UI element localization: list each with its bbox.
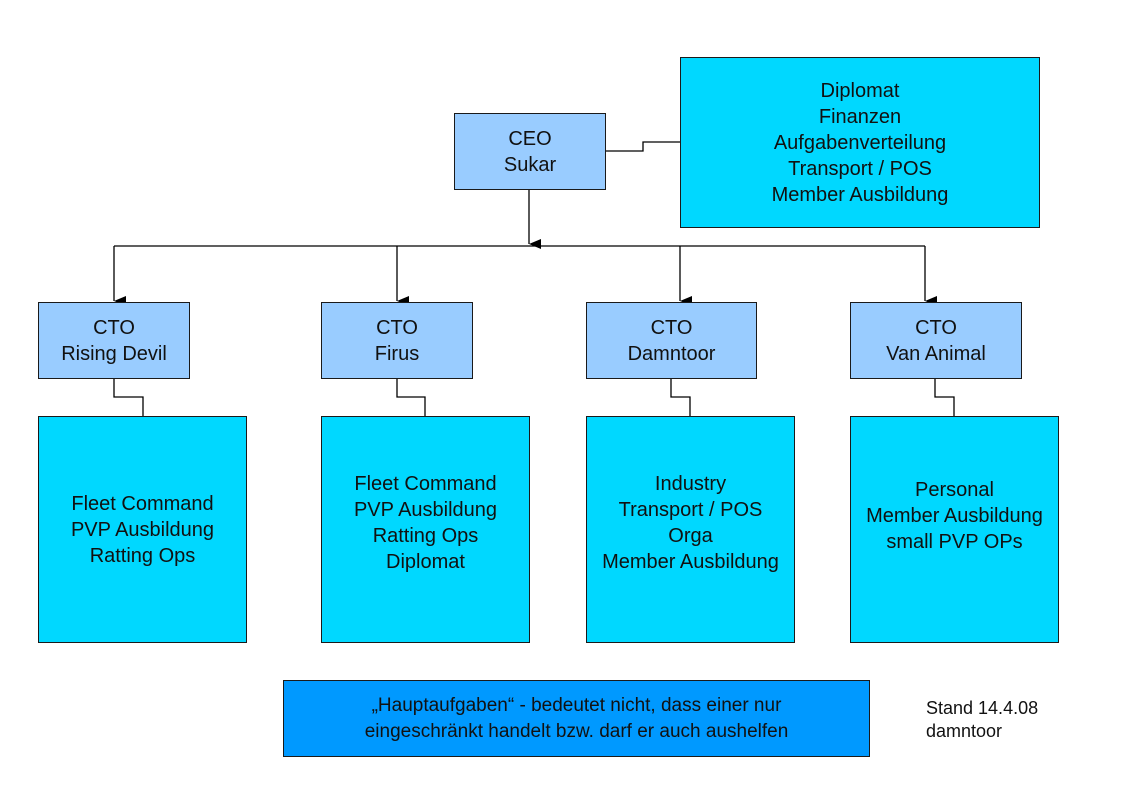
- cto-2-task-connector: [396, 378, 426, 416]
- ceo-task: Transport / POS: [788, 157, 932, 180]
- task-item: PVP Ausbildung: [70, 518, 215, 541]
- cto-3-task-connector: [670, 378, 691, 416]
- task-item: Diplomat: [386, 550, 465, 573]
- cto-name: Van Animal: [886, 342, 986, 365]
- ceo-task: Aufgabenverteilung: [773, 131, 947, 154]
- stamp-date: Stand 14.4.08: [926, 698, 1039, 718]
- cto-box-damntoor: CTO Damntoor: [586, 302, 757, 379]
- task-item: Member Ausbildung: [602, 550, 779, 573]
- cto-1-task-connector: [113, 378, 144, 416]
- task-item: Transport / POS: [618, 498, 763, 521]
- task-item: Personal: [915, 479, 994, 501]
- task-item: Fleet Command: [71, 492, 214, 515]
- tasks-box-firus: Fleet Command PVP Ausbildung Ratting Ops…: [321, 416, 530, 643]
- task-item: Ratting Ops: [89, 544, 196, 567]
- ceo-task: Member Ausbildung: [771, 183, 949, 206]
- task-item: Orga: [668, 524, 713, 547]
- task-item: Member Ausbildung: [866, 505, 1043, 527]
- task-item: Ratting Ops: [372, 524, 479, 547]
- cto-box-rising-devil: CTO Rising Devil: [38, 302, 190, 379]
- version-stamp: Stand 14.4.08 damntoor: [926, 697, 1038, 743]
- stamp-author: damntoor: [926, 721, 1003, 741]
- task-item: PVP Ausbildung: [353, 498, 498, 521]
- cto-title: CTO: [650, 316, 693, 339]
- ceo-task: Diplomat: [820, 79, 900, 102]
- ceo-to-tasks-connector: [605, 141, 680, 152]
- ceo-title: CEO: [508, 127, 552, 150]
- cto-box-van-animal: CTO Van Animal: [850, 302, 1022, 379]
- tasks-box-van-animal: Personal Member Ausbildung small PVP OPs: [850, 416, 1059, 643]
- cto-title: CTO: [376, 316, 418, 339]
- cto-name: Damntoor: [627, 342, 716, 365]
- task-item: Fleet Command: [354, 472, 497, 495]
- tasks-box-damntoor: Industry Transport / POS Orga Member Aus…: [586, 416, 795, 643]
- note-line-2: eingeschränkt handelt bzw. darf er auch …: [364, 720, 789, 742]
- task-item: small PVP OPs: [886, 531, 1023, 553]
- ceo-task: Finanzen: [818, 105, 902, 128]
- cto-name: Firus: [374, 342, 420, 365]
- cto-title: CTO: [93, 316, 135, 339]
- note-line-1: „Hauptaufgaben“ - bedeutet nicht, dass e…: [371, 694, 782, 716]
- ceo-tasks-box: Diplomat Finanzen Aufgabenverteilung Tra…: [680, 57, 1040, 228]
- cto-name: Rising Devil: [61, 342, 167, 365]
- ceo-name: Sukar: [503, 153, 557, 176]
- ceo-box: CEO Sukar: [454, 113, 606, 190]
- cto-box-firus: CTO Firus: [321, 302, 473, 379]
- note-box: „Hauptaufgaben“ - bedeutet nicht, dass e…: [283, 680, 870, 757]
- tasks-box-rising-devil: Fleet Command PVP Ausbildung Ratting Ops: [38, 416, 247, 643]
- cto-title: CTO: [915, 316, 957, 339]
- task-item: Industry: [654, 472, 727, 495]
- cto-4-task-connector: [934, 378, 955, 416]
